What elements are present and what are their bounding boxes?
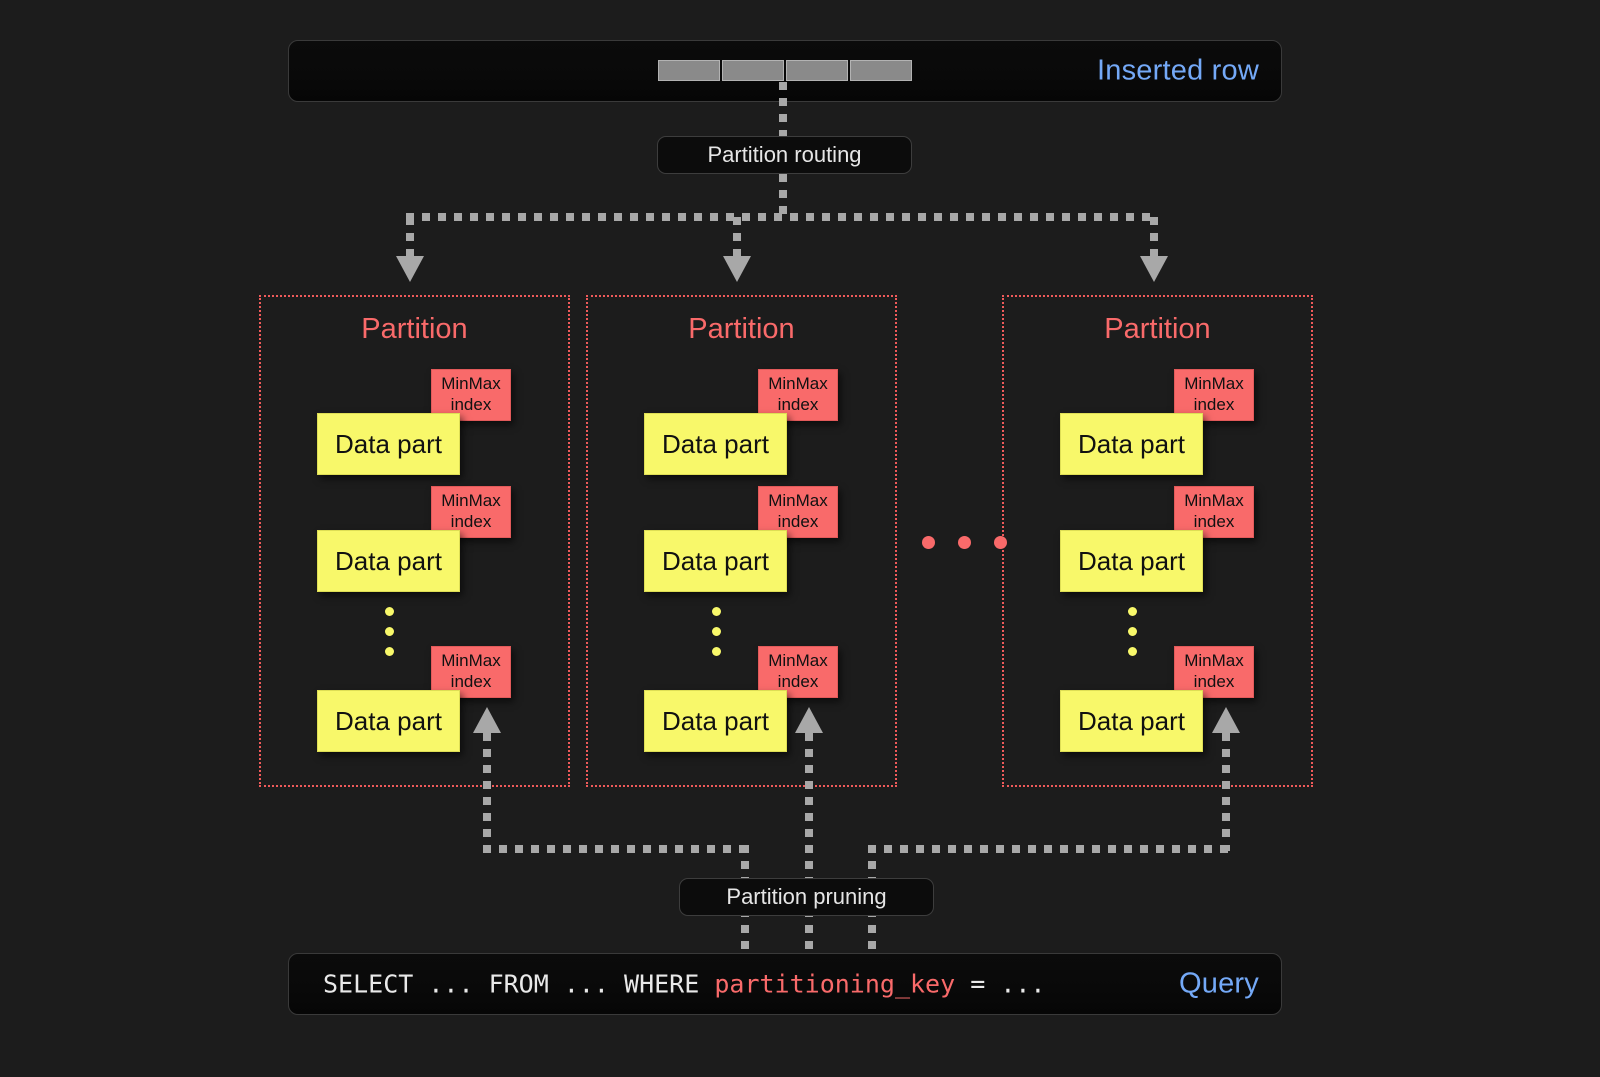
minmax-index-line1: MinMax bbox=[1184, 374, 1244, 394]
connector-bus-to-partition-1 bbox=[406, 217, 414, 259]
minmax-index-line2: index bbox=[1193, 672, 1235, 691]
data-part-box[interactable]: Data part bbox=[644, 413, 787, 475]
arrow-into-partition-2 bbox=[723, 256, 751, 282]
ellipsis-dot bbox=[712, 627, 721, 636]
minmax-index-box[interactable]: MinMax index bbox=[431, 369, 511, 421]
minmax-index-line1: MinMax bbox=[768, 374, 828, 394]
ellipsis-dot bbox=[385, 607, 394, 616]
query-prefix: SELECT ... FROM ... WHERE bbox=[323, 969, 715, 999]
minmax-index-box[interactable]: MinMax index bbox=[758, 486, 838, 538]
ellipsis-dot bbox=[385, 647, 394, 656]
data-part-box[interactable]: Data part bbox=[1060, 413, 1203, 475]
data-part-box[interactable]: Data part bbox=[317, 413, 460, 475]
minmax-index-line1: MinMax bbox=[441, 491, 501, 511]
row-cell bbox=[722, 60, 784, 81]
connector-bus-to-partition-2 bbox=[733, 217, 741, 259]
connector-bus-to-partition-3 bbox=[1150, 217, 1158, 259]
connector-pruning-bus-right bbox=[868, 845, 1230, 853]
ellipsis-dot bbox=[922, 536, 935, 549]
minmax-index-line2: index bbox=[777, 395, 819, 414]
partition-box-2[interactable]: Partition MinMax index Data part MinMax … bbox=[586, 295, 897, 787]
ellipsis-dot bbox=[385, 627, 394, 636]
connector-distribution-bus bbox=[406, 213, 1158, 221]
connector-pruning-to-partition-3 bbox=[1222, 733, 1230, 851]
minmax-index-line1: MinMax bbox=[1184, 651, 1244, 671]
arrow-into-partition-3-pruning bbox=[1212, 707, 1240, 733]
partition-pruning-box: Partition pruning bbox=[679, 878, 934, 916]
ellipsis-dot bbox=[994, 536, 1007, 549]
query-bar: SELECT ... FROM ... WHERE partitioning_k… bbox=[288, 953, 1282, 1015]
minmax-index-box[interactable]: MinMax index bbox=[758, 369, 838, 421]
query-sql-text: SELECT ... FROM ... WHERE partitioning_k… bbox=[323, 970, 1045, 999]
minmax-index-line1: MinMax bbox=[441, 651, 501, 671]
minmax-index-line1: MinMax bbox=[768, 651, 828, 671]
query-partitioning-key: partitioning_key bbox=[714, 969, 956, 999]
ellipsis-dot bbox=[958, 536, 971, 549]
minmax-index-box[interactable]: MinMax index bbox=[1174, 369, 1254, 421]
ellipsis-dot bbox=[1128, 647, 1137, 656]
minmax-index-box[interactable]: MinMax index bbox=[1174, 486, 1254, 538]
ellipsis-dot bbox=[1128, 607, 1137, 616]
minmax-index-line2: index bbox=[777, 672, 819, 691]
connector-row-to-routing bbox=[779, 82, 787, 138]
minmax-index-line2: index bbox=[450, 512, 492, 531]
connector-routing-to-bus bbox=[779, 174, 787, 216]
ellipsis-dot bbox=[712, 647, 721, 656]
data-part-vertical-ellipsis bbox=[1128, 607, 1137, 656]
arrow-into-partition-1-pruning bbox=[473, 707, 501, 733]
connector-pruning-to-partition-2 bbox=[805, 733, 813, 951]
inserted-row-label: Inserted row bbox=[1097, 54, 1259, 87]
data-part-vertical-ellipsis bbox=[712, 607, 721, 656]
data-part-box[interactable]: Data part bbox=[644, 690, 787, 752]
data-part-box[interactable]: Data part bbox=[644, 530, 787, 592]
query-suffix: = ... bbox=[955, 969, 1046, 999]
minmax-index-line2: index bbox=[777, 512, 819, 531]
data-part-box[interactable]: Data part bbox=[1060, 690, 1203, 752]
partition-box-3[interactable]: Partition MinMax index Data part MinMax … bbox=[1002, 295, 1313, 787]
partition-ellipsis bbox=[922, 536, 1007, 549]
partition-title: Partition bbox=[688, 313, 795, 345]
connector-pruning-to-partition-1 bbox=[483, 733, 491, 851]
data-part-box[interactable]: Data part bbox=[317, 530, 460, 592]
minmax-index-line2: index bbox=[1193, 395, 1235, 414]
row-cell bbox=[850, 60, 912, 81]
data-part-box[interactable]: Data part bbox=[1060, 530, 1203, 592]
ellipsis-dot bbox=[712, 607, 721, 616]
partition-pruning-label: Partition pruning bbox=[726, 884, 887, 909]
minmax-index-line2: index bbox=[1193, 512, 1235, 531]
arrow-into-partition-3 bbox=[1140, 256, 1168, 282]
arrow-into-partition-1 bbox=[396, 256, 424, 282]
minmax-index-line1: MinMax bbox=[1184, 491, 1244, 511]
ellipsis-dot bbox=[1128, 627, 1137, 636]
partition-box-1[interactable]: Partition MinMax index Data part MinMax … bbox=[259, 295, 570, 787]
minmax-index-box[interactable]: MinMax index bbox=[431, 486, 511, 538]
minmax-index-box[interactable]: MinMax index bbox=[758, 646, 838, 698]
query-label: Query bbox=[1179, 967, 1259, 1000]
minmax-index-line2: index bbox=[450, 672, 492, 691]
minmax-index-box[interactable]: MinMax index bbox=[1174, 646, 1254, 698]
connector-pruning-bus-left bbox=[483, 845, 749, 853]
arrow-into-partition-2-pruning bbox=[795, 707, 823, 733]
minmax-index-line1: MinMax bbox=[441, 374, 501, 394]
partition-routing-box: Partition routing bbox=[657, 136, 912, 174]
inserted-row-cells bbox=[658, 60, 912, 81]
minmax-index-line2: index bbox=[450, 395, 492, 414]
row-cell bbox=[658, 60, 720, 81]
partition-title: Partition bbox=[1104, 313, 1211, 345]
minmax-index-line1: MinMax bbox=[768, 491, 828, 511]
data-part-box[interactable]: Data part bbox=[317, 690, 460, 752]
data-part-vertical-ellipsis bbox=[385, 607, 394, 656]
partition-title: Partition bbox=[361, 313, 468, 345]
row-cell bbox=[786, 60, 848, 81]
minmax-index-box[interactable]: MinMax index bbox=[431, 646, 511, 698]
partition-routing-label: Partition routing bbox=[707, 142, 862, 167]
